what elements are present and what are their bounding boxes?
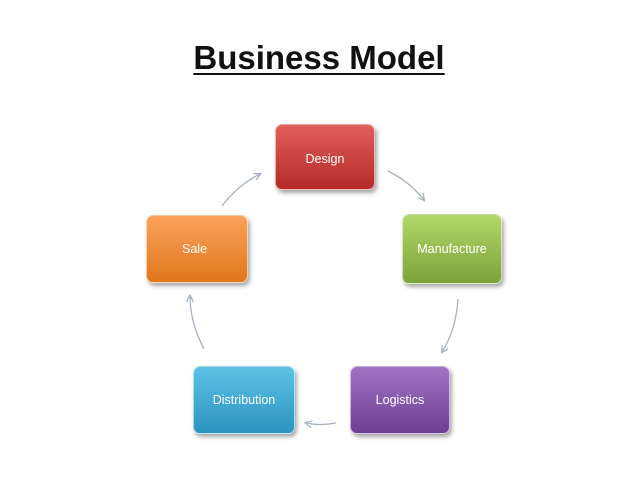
arrow-distribution-to-sale bbox=[190, 296, 205, 350]
step-distribution: Distribution bbox=[193, 366, 295, 434]
step-design-label: Design bbox=[305, 152, 345, 166]
slide-title: Business Model bbox=[0, 38, 638, 78]
arrow-manufacture-to-logistics bbox=[442, 298, 459, 352]
step-logistics-label: Logistics bbox=[375, 393, 425, 407]
arrow-logistics-to-distribution bbox=[306, 423, 337, 425]
arrow-design-to-manufacture bbox=[387, 170, 424, 200]
arrow-sale-to-design bbox=[221, 174, 260, 207]
step-distribution-label: Distribution bbox=[212, 393, 276, 407]
step-sale-label: Sale bbox=[182, 242, 208, 256]
step-design: Design bbox=[275, 124, 375, 190]
step-logistics: Logistics bbox=[350, 366, 450, 434]
step-sale: Sale bbox=[146, 215, 248, 283]
slide-title-text: Business Model bbox=[193, 39, 445, 76]
step-manufacture-label: Manufacture bbox=[417, 242, 487, 256]
step-manufacture: Manufacture bbox=[402, 214, 502, 284]
